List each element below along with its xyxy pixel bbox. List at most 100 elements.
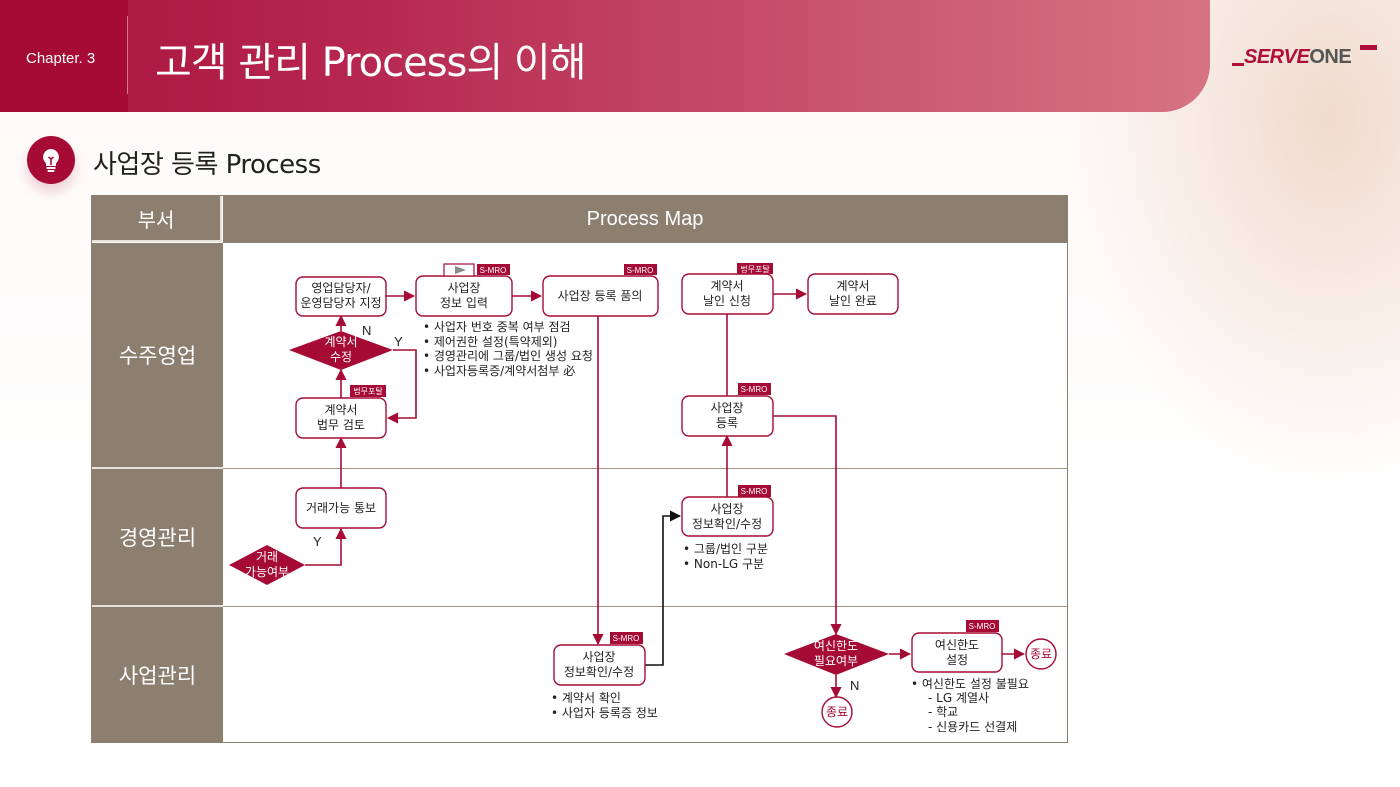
node-credit-set-text: 설정 [946,653,968,667]
arrow-edit-yes-to-review [386,349,417,424]
tag-legal-portal: 법무포탈 [740,264,770,274]
tag-s-mro: S-MRO [480,266,507,275]
label-n: N [850,678,859,693]
node-mgmt-check-text: 사업장 [710,502,743,516]
node-reg-request [542,275,659,317]
tag-s-mro: S-MRO [969,622,996,631]
note-credit-set: • 여신한도 설정 불필요 [911,677,1029,691]
node-assign [295,276,387,317]
tag-bg [610,632,643,644]
decision-contract-edit-text: 수정 [330,350,352,364]
tag-s-mro: S-MRO [613,634,640,643]
node-seal-done-text: 계약서 [836,278,869,293]
logo-bar-left [1232,63,1244,66]
lane-divider [223,468,1067,469]
decision-contract-edit-text: 계약서 [324,334,357,349]
node-seal-request-text: 계약서 [710,278,743,293]
note-biz-check: • 사업자 등록증 정보 [551,706,658,720]
note-mgmt-check: • Non-LG 구분 [683,557,764,571]
node-seal-done-text: 날인 완료 [829,294,877,308]
decision-trade-possible-text: 거래 [256,550,278,564]
decision-credit-needed-text: 여신한도 [814,639,858,653]
end-1-text: 종료 [1030,647,1052,661]
arrow-register-to-credit [773,415,842,636]
tag-bg [737,263,773,274]
node-legal-review [295,397,387,439]
note-info-input: • 제어권한 설정(특약제외) [423,334,557,349]
node-mgmt-check-text: 정보확인/수정 [692,517,762,531]
node-trade-notice-text: 거래가능 통보 [306,501,376,515]
decision-trade-possible-text: 가능여부 [245,565,289,579]
node-biz-check-text: 정보확인/수정 [564,665,634,679]
node-legal-review-text: 계약서 [324,402,357,417]
node-credit-set-text: 여신한도 [935,638,979,652]
end-2-text: 종료 [826,705,848,719]
node-info-input-text: 사업장 [447,281,480,295]
tag-bg [624,264,657,275]
decision-contract-edit [289,331,393,370]
node-seal-request-text: 날인 신청 [703,294,751,308]
end-circle-2 [821,696,853,728]
node-biz-check-text: 사업장 [582,650,615,664]
node-assign-text: 운영담당자 지정 [300,296,381,310]
node-seal-request [681,273,774,315]
label-y: Y [394,334,403,349]
decision-credit-needed-text: 필요여부 [814,654,858,668]
node-reg-request-text: 사업장 등록 품의 [558,289,643,303]
node-legal-review-text: 법무 검토 [317,418,365,432]
logo-serve: SERVE [1244,46,1310,68]
screen-icon [443,263,475,277]
lane-label-management: 경영관리 [92,469,223,607]
decision-trade-possible [229,545,305,585]
tag-s-mro: S-MRO [741,487,768,496]
chapter-block [0,0,128,112]
tag-s-mro: S-MRO [741,385,768,394]
note-credit-set: - 신용카드 선결제 [928,720,1017,734]
tag-bg [350,385,386,397]
tag-s-mro: S-MRO [627,266,654,275]
node-site-register-text: 등록 [716,416,738,430]
serveone-logo: SERVEONE [1232,42,1377,72]
tag-legal-portal: 법무포탈 [353,386,383,396]
arrow-bizcheck-to-mgmt [645,510,682,666]
note-info-input: • 경영관리에 그룹/법인 생성 요청 [423,349,593,363]
node-info-input-text: 정보 입력 [440,296,488,310]
node-trade-notice [295,487,387,529]
node-credit-set [911,632,1003,673]
node-biz-check [553,644,646,686]
lightbulb-icon [27,136,75,184]
page-title: 고객 관리 Process의 이해 [155,40,586,86]
logo-text: SERVEONE [1244,46,1352,69]
logo-one: ONE [1309,46,1352,68]
note-credit-set: - 학교 [928,705,958,719]
header-banner: Chapter. 3 고객 관리 Process의 이해 [0,0,1210,112]
tag-bg [966,620,999,632]
node-site-register [681,395,774,437]
note-mgmt-check: • 그룹/법인 구분 [683,542,768,556]
process-map-header: Process Map [223,196,1067,243]
lane-label-business: 사업관리 [92,607,223,743]
label-y: Y [313,534,322,549]
tag-bg [738,383,771,395]
node-mgmt-check [681,496,774,537]
dept-header: 부서 [92,196,222,242]
arrow-trade-to-notice [305,527,347,566]
note-biz-check: • 계약서 확인 [551,690,621,705]
node-site-register-text: 사업장 [710,401,743,415]
node-assign-text: 영업담당자/ [311,281,371,295]
note-info-input: • 사업자등록증/계약서첨부 必 [423,363,575,378]
logo-bar-right [1360,45,1377,50]
note-info-input: • 사업자 번호 중복 여부 점검 [423,320,571,334]
lane-divider [223,606,1067,607]
note-credit-set: - LG 계열사 [928,691,989,705]
label-n: N [362,323,371,338]
node-seal-done [807,273,899,315]
section-title: 사업장 등록 Process [93,150,321,180]
lane-label-sales: 수주영업 [92,243,223,469]
tag-bg [477,264,510,275]
header-divider [127,16,128,94]
chapter-label: Chapter. 3 [26,50,96,67]
tag-bg [738,485,771,497]
decision-credit-needed [784,634,889,675]
